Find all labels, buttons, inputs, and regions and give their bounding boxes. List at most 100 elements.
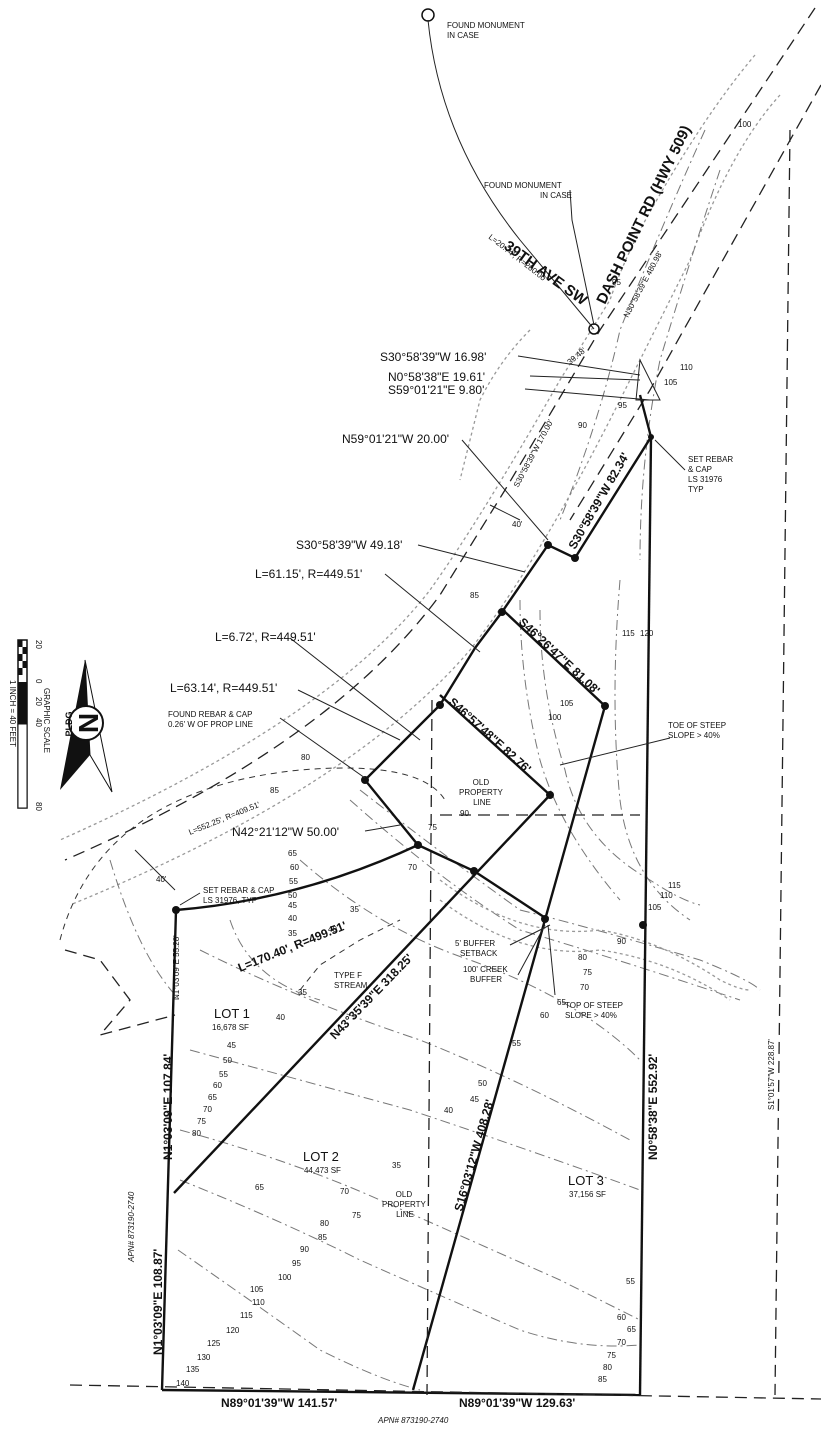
contour-line: [177, 1249, 421, 1391]
call-c4: N59°01'21"W 20.00': [342, 432, 449, 446]
leaders: [134, 19, 686, 996]
contour-line: [519, 599, 621, 901]
north-arrow: N PLDG: [60, 659, 113, 793]
north-letter: N: [73, 713, 104, 733]
monument-symbol: [421, 8, 435, 22]
contour-label: 40: [288, 914, 297, 923]
leader: [559, 737, 671, 766]
call-c14: N43°35'39"E 318.25': [327, 951, 416, 1042]
call-c3: S59°01'21"E 9.80': [388, 383, 484, 397]
lot-2-name: LOT 2: [303, 1149, 339, 1164]
contour-label: 45: [470, 1095, 479, 1104]
note-found-rebar: FOUND REBAR & CAP 0.26' W OF PROP LINE: [168, 710, 255, 729]
road-lines: [59, 7, 821, 1037]
contour-label: 120: [640, 629, 654, 638]
call-c6: L=61.15', R=449.51': [255, 567, 362, 581]
contour-label: 140: [176, 1379, 190, 1388]
contour-label: 95: [292, 1259, 301, 1268]
contour-line: [199, 949, 631, 1141]
contour-label: 105: [250, 1285, 264, 1294]
note-line: PROPERTY: [382, 1200, 427, 1209]
contour-label: 85: [598, 1375, 607, 1384]
road-width: 40': [156, 875, 167, 884]
scale-tick: 20: [34, 697, 43, 706]
contour-label: 80: [578, 953, 587, 962]
call-c18: S16°03'12"W 408.28': [451, 1098, 496, 1213]
note-line: PROPERTY: [459, 788, 504, 797]
contour-line: [559, 129, 706, 521]
scale-seg: [22, 661, 27, 668]
leader: [524, 388, 651, 401]
contour-label: 85: [318, 1233, 327, 1242]
contour-label: 45: [227, 1041, 236, 1050]
note-old-line-1: OLD PROPERTY LINE: [459, 778, 505, 807]
contour-label: 70: [340, 1187, 349, 1196]
note-line: TYPE F: [334, 971, 362, 980]
east-boundary-lot3: [638, 436, 653, 1396]
contour-label: 35: [392, 1161, 401, 1170]
corner-pt: [470, 867, 478, 875]
contour-label: 100: [548, 713, 562, 722]
contour-label: 115: [668, 881, 681, 890]
contour-label: 85: [470, 591, 479, 600]
contour-labels: 100 95 90 105 110 95 85 80 85 115 120 10…: [176, 120, 752, 1388]
road-dist-3948: 39.48': [566, 345, 589, 366]
contour-label: 80: [192, 1129, 201, 1138]
contour-line: [639, 169, 721, 561]
note-set-rebar-right: SET REBAR & CAP LS 31976 TYP: [688, 455, 735, 494]
note-line: OLD: [396, 1190, 413, 1199]
call-c7: L=6.72', R=449.51': [215, 630, 316, 644]
contour-line: [109, 859, 181, 1001]
north-sub: PLDG: [64, 711, 74, 736]
road-edge-north: [59, 54, 756, 841]
note-line: LS 31976: [688, 475, 723, 484]
contour-label: 110: [252, 1298, 265, 1307]
scale-seg: [18, 682, 27, 724]
call-c5: S30°58'39"W 49.18': [296, 538, 402, 552]
contour-label: 85: [270, 786, 279, 795]
contour-label: 75: [352, 1211, 361, 1220]
contour-label: 125: [207, 1339, 221, 1348]
scale-tick: 40: [34, 718, 43, 727]
creek-edge: [439, 899, 731, 1001]
contour-label: 120: [226, 1326, 240, 1335]
note-line: 0.26' W OF PROP LINE: [168, 720, 253, 729]
contour-label: 95: [618, 401, 627, 410]
contour-label: 60: [540, 1011, 549, 1020]
corner-pt: [546, 791, 554, 799]
scale-seg: [18, 654, 23, 661]
note-old-line-2: OLD PROPERTY LINE: [382, 1190, 428, 1219]
curve-left-row: [59, 767, 446, 941]
contour-label: 75: [428, 823, 437, 832]
contour-line: [179, 1179, 641, 1347]
contour-label: 45: [288, 901, 297, 910]
lot-3-name: LOT 3: [568, 1173, 604, 1188]
contour-line: [614, 579, 691, 921]
apn-bottom: APN# 873190-2740: [377, 1416, 449, 1425]
note-line: FOUND MONUMENT: [447, 21, 525, 30]
lot-3-area: 37,156 SF: [569, 1190, 606, 1199]
contour-label: 90: [460, 809, 469, 818]
note-toe-slope: TOE OF STEEP SLOPE > 40%: [668, 721, 728, 740]
corner-pt: [414, 841, 422, 849]
south-row: [69, 1384, 821, 1400]
contour-label: 80: [301, 753, 310, 762]
leader: [384, 573, 481, 653]
leader: [179, 892, 201, 906]
note-line: TOE OF STEEP: [668, 721, 726, 730]
old-property-line: [426, 699, 433, 1396]
scale-title: GRAPHIC SCALE: [42, 688, 51, 753]
scale-seg: [18, 640, 23, 647]
note-line: LINE: [473, 798, 491, 807]
call-c8: L=63.14', R=449.51': [170, 681, 277, 695]
contour-label: 80: [320, 1219, 329, 1228]
note-line: & CAP: [688, 465, 712, 474]
curve-170: [175, 843, 419, 912]
contour-label: 70: [408, 863, 417, 872]
corner-pt: [648, 434, 654, 440]
contour-label: 75: [197, 1117, 206, 1126]
note-line: LINE: [396, 1210, 414, 1219]
contour-label: 90: [300, 1245, 309, 1254]
call-c1: S30°58'39"W 16.98': [380, 350, 486, 364]
